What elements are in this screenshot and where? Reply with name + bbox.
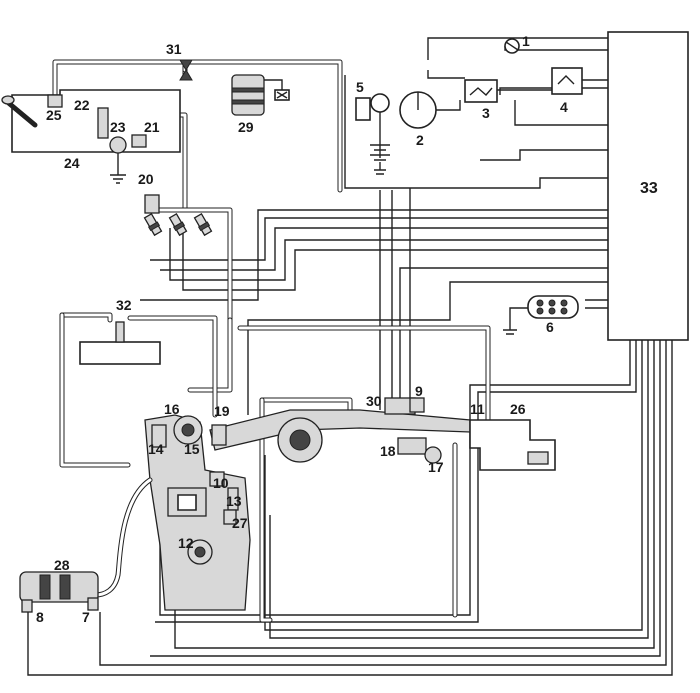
ignition-circuit <box>355 38 583 175</box>
callout-24: 24 <box>64 155 80 171</box>
ecu-box <box>607 31 689 341</box>
callout-9: 9 <box>415 383 423 399</box>
callout-4: 4 <box>560 99 568 115</box>
callout-11: 11 <box>470 401 485 417</box>
callout-3: 3 <box>482 105 490 121</box>
intake-manifold <box>209 397 556 471</box>
coolant-sensor <box>79 321 161 365</box>
callout-30: 30 <box>366 393 382 409</box>
callout-7: 7 <box>82 609 90 625</box>
callout-18: 18 <box>380 443 396 459</box>
callout-21: 21 <box>144 119 160 135</box>
canister <box>231 74 290 116</box>
exhaust-system <box>19 477 153 613</box>
callout-10: 10 <box>213 475 229 491</box>
callout-14: 14 <box>148 441 164 457</box>
engine-block <box>144 414 251 611</box>
callout-6: 6 <box>546 319 554 335</box>
callout-31: 31 <box>166 41 182 57</box>
ecu-label: 33 <box>640 180 658 197</box>
callout-20: 20 <box>138 171 154 187</box>
callout-12: 12 <box>178 535 194 551</box>
injector-rail <box>143 212 213 237</box>
callout-27: 27 <box>232 515 248 531</box>
fuel-pressure-regulator <box>144 194 160 214</box>
callout-19: 19 <box>214 403 230 419</box>
callout-22: 22 <box>74 97 90 113</box>
callout-1: 1 <box>522 33 530 49</box>
fuel-tank <box>1 89 181 184</box>
callout-32: 32 <box>116 297 132 313</box>
knock-sensor-connector <box>503 295 579 335</box>
callout-17: 17 <box>428 459 444 475</box>
ecu-wiring-harness <box>27 37 673 676</box>
callout-25: 25 <box>46 107 62 123</box>
callout-16: 16 <box>164 401 180 417</box>
callout-8: 8 <box>36 609 44 625</box>
callout-15: 15 <box>184 441 200 457</box>
purge-valve <box>179 59 193 81</box>
callout-5: 5 <box>356 79 364 95</box>
callout-labels: 1 2 3 4 5 6 7 8 9 10 11 12 13 14 15 16 1… <box>36 33 568 625</box>
callout-23: 23 <box>110 119 126 135</box>
callout-26: 26 <box>510 401 526 417</box>
callout-28: 28 <box>54 557 70 573</box>
callout-13: 13 <box>226 493 242 509</box>
callout-29: 29 <box>238 119 254 135</box>
callout-2: 2 <box>416 132 424 148</box>
